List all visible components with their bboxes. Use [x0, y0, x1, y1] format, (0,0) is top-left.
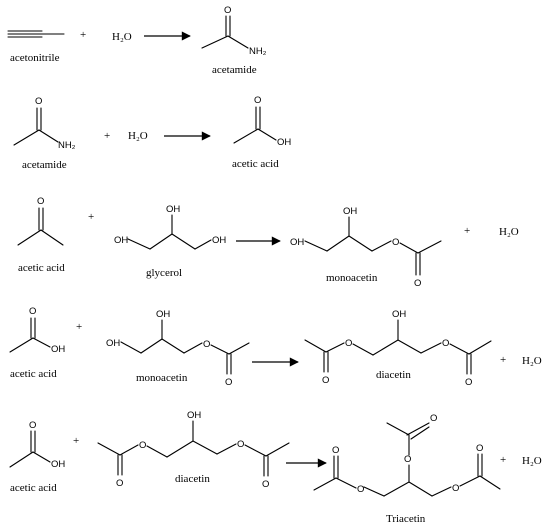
plus-sign: + — [104, 130, 110, 142]
diacetin-structure: O O OH O O — [304, 309, 492, 388]
diacetin-structure: O O OH O O — [97, 410, 290, 490]
oxygen-atom: O — [37, 196, 44, 207]
ester-oxygen: O — [203, 339, 210, 350]
plus-sign: + — [88, 211, 94, 223]
hydroxyl-group: OH — [51, 344, 65, 355]
glycerol-label: glycerol — [146, 267, 182, 279]
diacetin-label: diacetin — [376, 369, 411, 381]
acetamide-structure: O NH₂ — [13, 96, 76, 151]
hydroxyl-group: OH — [114, 235, 128, 246]
monoacetin-label: monoacetin — [326, 272, 378, 284]
acetic-acid-structure: O OH — [9, 306, 65, 355]
acetamide-structure: O NH₂ — [201, 5, 267, 57]
hydroxyl-group: OH — [290, 237, 304, 248]
plus-sign: + — [500, 354, 506, 366]
ester-oxygen: O — [452, 483, 459, 494]
plus-sign: + — [80, 29, 86, 41]
plus-sign: + — [464, 225, 470, 237]
reaction-5: O OH acetic acid + O O OH O O diacetin — [9, 410, 542, 525]
hydroxyl-group: OH — [392, 309, 406, 320]
oxygen-atom: O — [35, 96, 42, 107]
acetic-acid-structure: O — [17, 196, 64, 246]
ester-oxygen: O — [139, 440, 146, 451]
water-label: H₂O — [499, 226, 519, 238]
hydroxyl-group: OH — [106, 338, 120, 349]
ester-oxygen: O — [345, 338, 352, 349]
monoacetin-structure: OH OH O O — [290, 206, 442, 289]
ester-oxygen: O — [237, 439, 244, 450]
ester-oxygen: O — [392, 237, 399, 248]
acetic-acid-label: acetic acid — [18, 262, 65, 274]
water-label: H₂O — [128, 130, 148, 142]
ester-oxygen: O — [442, 338, 449, 349]
carbonyl-oxygen: O — [414, 278, 421, 289]
monoacetin-label: monoacetin — [136, 372, 188, 384]
amine-group: NH₂ — [58, 140, 76, 151]
acetonitrile-structure — [7, 30, 65, 38]
carbonyl-oxygen: O — [476, 443, 483, 454]
triacetin-label: Triacetin — [386, 513, 426, 525]
hydroxyl-group: OH — [212, 235, 226, 246]
acetamide-label: acetamide — [212, 64, 257, 76]
carbonyl-oxygen: O — [225, 377, 232, 388]
reaction-3: O acetic acid + OH OH OH glycerol OH OH … — [17, 196, 519, 289]
hydroxyl-group: OH — [51, 459, 65, 470]
reaction-2: O NH₂ acetamide + H₂O O OH acetic acid — [13, 95, 291, 171]
oxygen-atom: O — [29, 420, 36, 431]
diacetin-label: diacetin — [175, 473, 210, 485]
amine-group: NH₂ — [249, 46, 267, 57]
glycerol-structure: OH OH OH — [114, 204, 226, 250]
carbonyl-oxygen: O — [322, 375, 329, 386]
acetic-acid-label: acetic acid — [10, 368, 57, 380]
carbonyl-oxygen: O — [116, 478, 123, 489]
ester-oxygen: O — [404, 454, 411, 465]
acetic-acid-structure: O OH — [233, 95, 291, 148]
hydroxyl-group: OH — [343, 206, 357, 217]
ester-oxygen: O — [357, 484, 364, 495]
triacetin-structure: O O O O O O — [313, 413, 501, 497]
acetonitrile-label: acetonitrile — [10, 52, 60, 64]
carbonyl-oxygen: O — [465, 377, 472, 388]
carbonyl-oxygen: O — [430, 413, 437, 424]
water-label: H₂O — [522, 455, 542, 467]
acetamide-label: acetamide — [22, 159, 67, 171]
carbonyl-oxygen: O — [262, 479, 269, 490]
water-label: H₂O — [522, 355, 542, 367]
carbonyl-oxygen: O — [332, 445, 339, 456]
hydroxyl-group: OH — [166, 204, 180, 215]
acetic-acid-label: acetic acid — [232, 158, 279, 170]
hydroxyl-group: OH — [187, 410, 201, 421]
reaction-4: O OH acetic acid + OH OH O O monoacetin … — [9, 306, 542, 388]
oxygen-atom: O — [29, 306, 36, 317]
oxygen-atom: O — [254, 95, 261, 106]
water-label: H₂O — [112, 31, 132, 43]
monoacetin-structure: OH OH O O — [106, 309, 250, 388]
acetic-acid-label: acetic acid — [10, 482, 57, 494]
acetic-acid-structure: O OH — [9, 420, 65, 470]
hydroxyl-group: OH — [277, 137, 291, 148]
reaction-1: acetonitrile + H₂O O NH₂ acetamide — [7, 5, 267, 76]
oxygen-atom: O — [224, 5, 231, 16]
plus-sign: + — [73, 435, 79, 447]
hydroxyl-group: OH — [156, 309, 170, 320]
plus-sign: + — [76, 321, 82, 333]
plus-sign: + — [500, 454, 506, 466]
